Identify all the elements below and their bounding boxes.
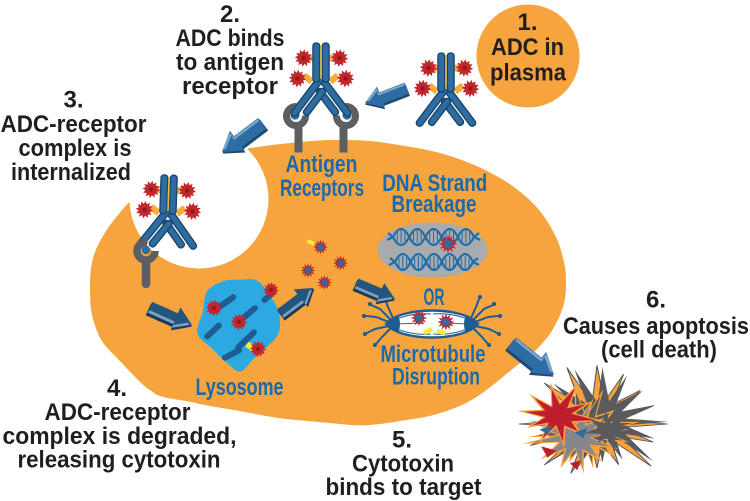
- svg-text:complex is degraded,: complex is degraded,: [3, 423, 237, 450]
- svg-text:DNA Strand: DNA Strand: [382, 170, 487, 197]
- svg-text:Cytotoxin: Cytotoxin: [352, 451, 454, 478]
- svg-text:4.: 4.: [107, 375, 127, 402]
- svg-text:ADC in: ADC in: [491, 34, 564, 61]
- svg-text:releasing cytotoxin: releasing cytotoxin: [18, 447, 221, 474]
- svg-text:5.: 5.: [392, 427, 412, 454]
- svg-text:internalized: internalized: [11, 159, 131, 186]
- svg-text:2.: 2.: [220, 1, 240, 28]
- svg-text:ADC binds: ADC binds: [176, 25, 285, 52]
- svg-text:OR: OR: [424, 284, 445, 311]
- svg-text:Disruption: Disruption: [392, 364, 480, 391]
- svg-text:Microtubule: Microtubule: [381, 341, 486, 368]
- svg-text:(cell death): (cell death): [601, 337, 717, 364]
- svg-text:Antigen: Antigen: [286, 151, 358, 178]
- svg-text:to antigen: to antigen: [176, 49, 284, 76]
- svg-text:plasma: plasma: [490, 60, 567, 87]
- svg-text:complex is: complex is: [19, 135, 132, 162]
- svg-text:receptor: receptor: [182, 73, 278, 100]
- svg-text:Lysosome: Lysosome: [196, 374, 284, 401]
- svg-text:Breakage: Breakage: [392, 191, 477, 218]
- svg-text:ADC-receptor: ADC-receptor: [1, 111, 147, 138]
- svg-text:6.: 6.: [646, 287, 666, 314]
- svg-text:binds to target: binds to target: [326, 474, 482, 501]
- svg-text:1.: 1.: [517, 9, 537, 36]
- svg-text:Receptors: Receptors: [280, 175, 364, 202]
- svg-text:3.: 3.: [63, 87, 83, 114]
- svg-text:ADC-receptor: ADC-receptor: [45, 399, 191, 426]
- svg-text:Causes apoptosis: Causes apoptosis: [563, 313, 749, 340]
